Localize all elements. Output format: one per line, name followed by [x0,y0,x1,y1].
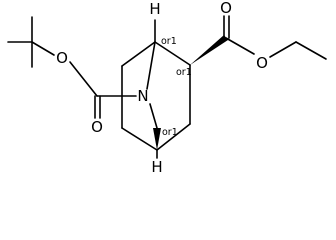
chemical-structure-diagram: O O N H H or1 or1 or1 [7,0,327,176]
bond-nitrogen-to-bottom-bridgehead [149,103,158,129]
bond-left-ch2-to-bottom-bridgehead [121,127,158,151]
bond-nitrogen-to-top-bridgehead [146,41,156,90]
ethyl-ester-group: O O [190,0,327,72]
stereo-label-ester-carbon: or1 [176,67,192,78]
wedge-bond-ester-carbon-to-carbonyl [190,35,228,65]
boc-carbamate-group: O O [56,49,137,136]
bond-carbonyl-to-ethoxy-oxygen [225,37,255,55]
wedge-bond-bottom-bridgehead [153,128,161,150]
atom-oxygen-carbamate-ester: O [56,49,68,67]
atom-hydrogen-top: H [149,0,160,18]
bond-oxygen-to-carbonyl-carbon [69,61,98,97]
bond-top-bridgehead-to-ester-carbon [154,41,191,66]
bond-ch2-to-ch3 [295,41,327,60]
azabicycloheptane-core: N H H or1 or1 or1 [121,0,192,176]
stereo-label-top-bridgehead: or1 [161,36,177,47]
bond-top-bridgehead-to-left-ch2 [121,41,156,67]
atom-nitrogen-bridge: N [137,87,148,105]
atom-hydrogen-bottom: H [151,158,162,176]
atom-oxygen-ester-carbonyl: O [220,0,232,17]
tert-butyl-group [7,16,55,68]
atom-oxygen-carbamate-carbonyl: O [91,118,103,136]
bond-tbu-to-oxygen [31,41,55,56]
stereo-label-bottom-bridgehead: or1 [162,127,178,138]
bond-ethoxy-oxygen-to-ch2 [269,41,297,58]
bond-right-ch2-to-bottom-bridgehead [156,123,191,151]
atom-oxygen-ester-ethoxy: O [256,54,268,72]
